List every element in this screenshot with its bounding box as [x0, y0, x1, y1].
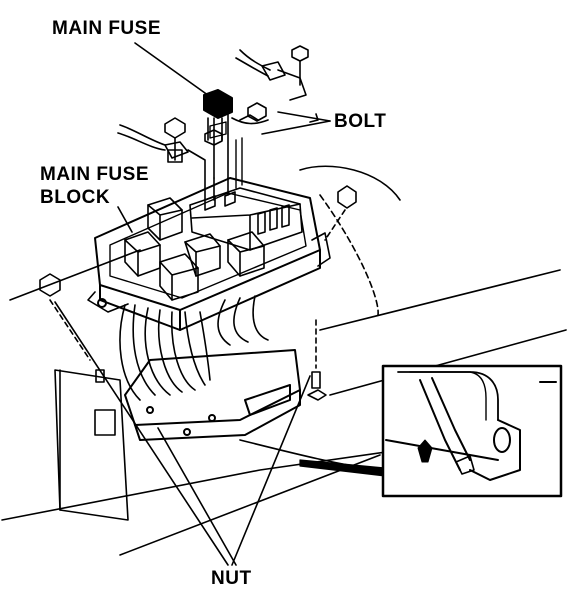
- bolt-leader-lines: [261, 111, 331, 135]
- main-fuse-label: MAIN FUSE: [52, 18, 161, 39]
- body-panel-lines: [1, 165, 567, 556]
- main-fuse-block-label-line2: BLOCK: [40, 187, 111, 208]
- battery-cables: [117, 49, 307, 201]
- main-fuse-leader: [134, 42, 213, 99]
- detail-inset: [381, 364, 563, 498]
- mounting-bracket: [124, 349, 301, 441]
- nut-leader-lines: [54, 301, 311, 566]
- relays: [124, 187, 303, 301]
- nut-label: NUT: [211, 568, 252, 589]
- bolts: [164, 45, 309, 163]
- bolt-label: BOLT: [334, 111, 387, 132]
- main-fuse-block-leader: [117, 206, 133, 233]
- main-fuse-block-label-line1: MAIN FUSE: [40, 164, 149, 185]
- main-fuse: [203, 89, 243, 201]
- detail-callout-arrow: [239, 439, 386, 477]
- wire-harness: [119, 295, 269, 401]
- nuts: [39, 185, 357, 401]
